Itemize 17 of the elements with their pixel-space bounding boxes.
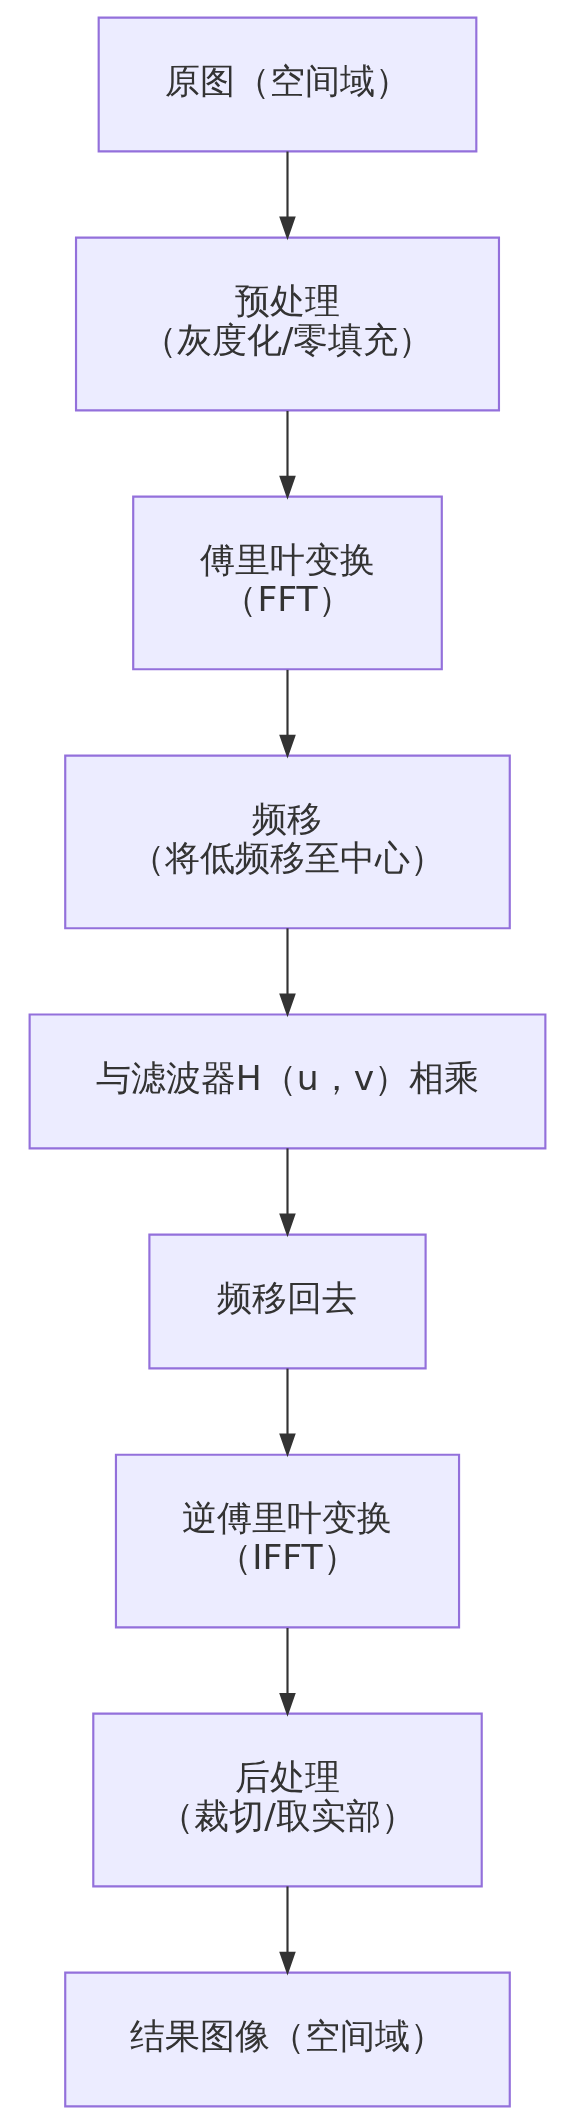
node-box: 频移 （将低频移至中心） (63, 754, 511, 930)
arrow (278, 1628, 296, 1717)
node-box: 结果图像（空间域） (63, 1971, 511, 2108)
node-box: 原图（空间域） (97, 16, 477, 153)
arrow (278, 151, 296, 241)
node-box: 逆傅里叶变换 （IFFT） (114, 1453, 460, 1629)
arrow (278, 1886, 296, 1976)
arrow (278, 410, 296, 500)
arrow (278, 1368, 296, 1458)
node-box: 后处理 （裁切/取实部） (91, 1712, 483, 1888)
node-box: 预处理 （灰度化/零填充） (74, 236, 500, 412)
node-box: 傅里叶变换 （FFT） (131, 495, 443, 671)
node-box: 与滤波器H（u，v）相乘 (28, 1013, 546, 1150)
arrow (278, 669, 296, 759)
arrow (278, 1148, 296, 1238)
node-box: 频移回去 (147, 1233, 427, 1370)
arrow (278, 928, 296, 1018)
